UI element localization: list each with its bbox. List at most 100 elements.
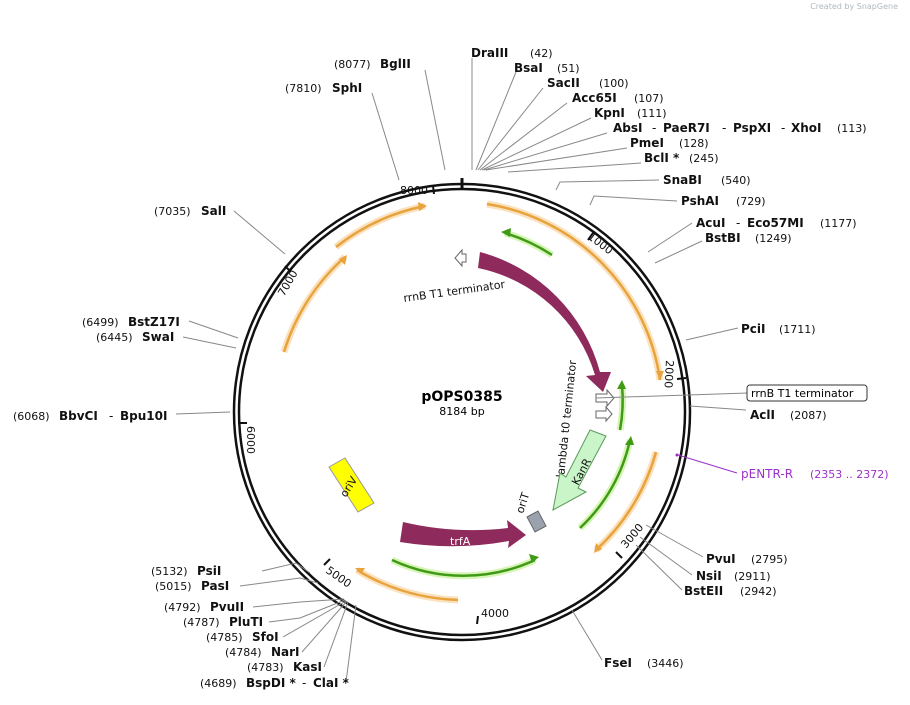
svg-text:6000: 6000 [244,426,257,454]
site-draiii[interactable]: DraIII [471,46,508,60]
site-acli[interactable]: AclI [750,408,775,422]
site-nsii[interactable]: NsiI [696,569,722,583]
site-bspdi[interactable]: BspDI * [246,676,296,690]
site-eco57mi-pos: (1177) [820,217,857,230]
site-fsei[interactable]: FseI [604,656,632,670]
site-nari-pos: (4784) [225,646,262,659]
orf-arc-5-line [335,204,426,248]
site-nsii-pos: (2911) [734,570,771,583]
site-pspxi[interactable]: PspXI [733,121,771,135]
site-kasi[interactable]: KasI [293,660,322,674]
site-nari[interactable]: NarI [271,645,300,659]
site-acc65i-pos: (107) [634,92,664,105]
site-bstz17i-pos: (6499) [82,316,119,329]
site-sacii[interactable]: SacII [547,76,580,90]
site-clai[interactable]: ClaI * [313,676,350,690]
oriv-feature[interactable] [328,457,375,513]
site-sfoi-pos: (4785) [206,631,243,644]
site-sfoi[interactable]: SfoI [252,630,279,644]
svg-text:4000: 4000 [481,607,509,620]
site-pvuii[interactable]: PvuII [210,600,244,614]
site-sep-a: - [652,121,656,135]
site-pasi[interactable]: PasI [201,579,229,593]
site-draiii-pos: (42) [530,47,553,60]
site-bstbi[interactable]: BstBI [705,231,741,245]
site-kpni-pos: (111) [637,107,667,120]
tick-5000: 5000 [323,558,354,591]
tick-4000: 4000 [476,607,509,625]
site-bsteii[interactable]: BstEII [684,584,723,598]
left-enzyme-labels: (8077) BglII (7810) SphI (7035) SalI (64… [13,57,411,690]
site-pshai[interactable]: PshAI [681,194,719,208]
kanr-feature[interactable] [552,429,607,511]
site-pcii-pos: (1711) [779,323,816,336]
orf-arc-1-head [656,371,664,380]
orf-arc-4-line [282,256,346,353]
svg-text:8000: 8000 [400,184,428,197]
site-pmei[interactable]: PmeI [630,136,664,150]
site-xhoi[interactable]: XhoI [791,121,822,135]
site-snabi[interactable]: SnaBI [663,173,702,187]
right-leader-lines [471,58,749,661]
green-arc-4-line [391,558,536,578]
site-bbvci-pos: (6068) [13,410,50,423]
orit-label: oriT [513,491,532,515]
site-bsai[interactable]: BsaI [514,61,543,75]
site-eco57mi[interactable]: Eco57MI [747,216,804,230]
site-sali[interactable]: SalI [201,204,226,218]
site-swai[interactable]: SwaI [142,330,174,344]
site-acui[interactable]: AcuI [696,216,725,230]
primer-range: (2353 .. 2372) [810,468,889,481]
terminator-box-label: rrnB T1 terminator [751,387,854,400]
green-arc-3-line [579,439,632,529]
svg-text:5000: 5000 [323,564,353,591]
site-bcli-pos: (245) [689,152,719,165]
site-pvuii-pos: (4792) [164,601,201,614]
site-pvui-pos: (2795) [751,553,788,566]
primer-name[interactable]: pENTR-R [741,467,793,481]
site-pasi-pos: (5015) [155,580,192,593]
site-paer7i[interactable]: PaeR7I [663,121,710,135]
site-bglii[interactable]: BglII [380,57,411,71]
orit-feature[interactable] [526,510,547,533]
site-kpni[interactable]: KpnI [594,106,625,120]
site-acc65i[interactable]: Acc65I [572,91,617,105]
primer-leader-line [677,454,738,474]
orf-arc-5 [333,202,426,250]
terminator-box[interactable] [746,384,868,402]
green-arc-4-head [529,554,539,563]
site-bglii-pos: (8077) [334,58,371,71]
site-pvui[interactable]: PvuI [706,552,736,566]
site-pcii[interactable]: PciI [741,322,766,336]
trfa-label: trfA [450,535,471,548]
site-psii[interactable]: PsiI [197,564,221,578]
gus-feature[interactable] [478,252,611,392]
site-pluti[interactable]: PluTI [229,615,263,629]
site-sep-c: - [781,121,785,135]
site-psii-pos: (5132) [151,565,188,578]
site-sphi[interactable]: SphI [332,81,362,95]
site-bsteii-pos: (2942) [740,585,777,598]
orf-arcs [280,200,664,604]
site-bstbi-pos: (1249) [755,232,792,245]
orf-arc-2-line [595,451,658,551]
tick-6000: 6000 [238,422,257,454]
site-absi[interactable]: AbsI [613,121,642,135]
primer-mark [675,453,679,457]
site-sacii-pos: (100) [599,77,629,90]
site-bbvci[interactable]: BbvCI [59,409,98,423]
trfa-feature[interactable] [400,520,526,548]
right-enzyme-labels: DraIII (42) BsaI (51) SacII (100) Acc65I… [471,46,867,670]
site-sep-f: - [302,676,306,690]
snapgene-credit: Created by SnapGene [810,2,898,11]
lambda-terminator-arrow [595,405,613,423]
orf-arc-5-head [418,202,427,211]
orf-arc-1 [486,200,664,381]
site-bpu10i[interactable]: Bpu10I [120,409,167,423]
site-sali-pos: (7035) [154,205,191,218]
site-bcli[interactable]: BclI * [644,151,680,165]
site-bstz17i[interactable]: BstZ17I [128,315,180,329]
orf-arc-1-line [486,202,662,381]
